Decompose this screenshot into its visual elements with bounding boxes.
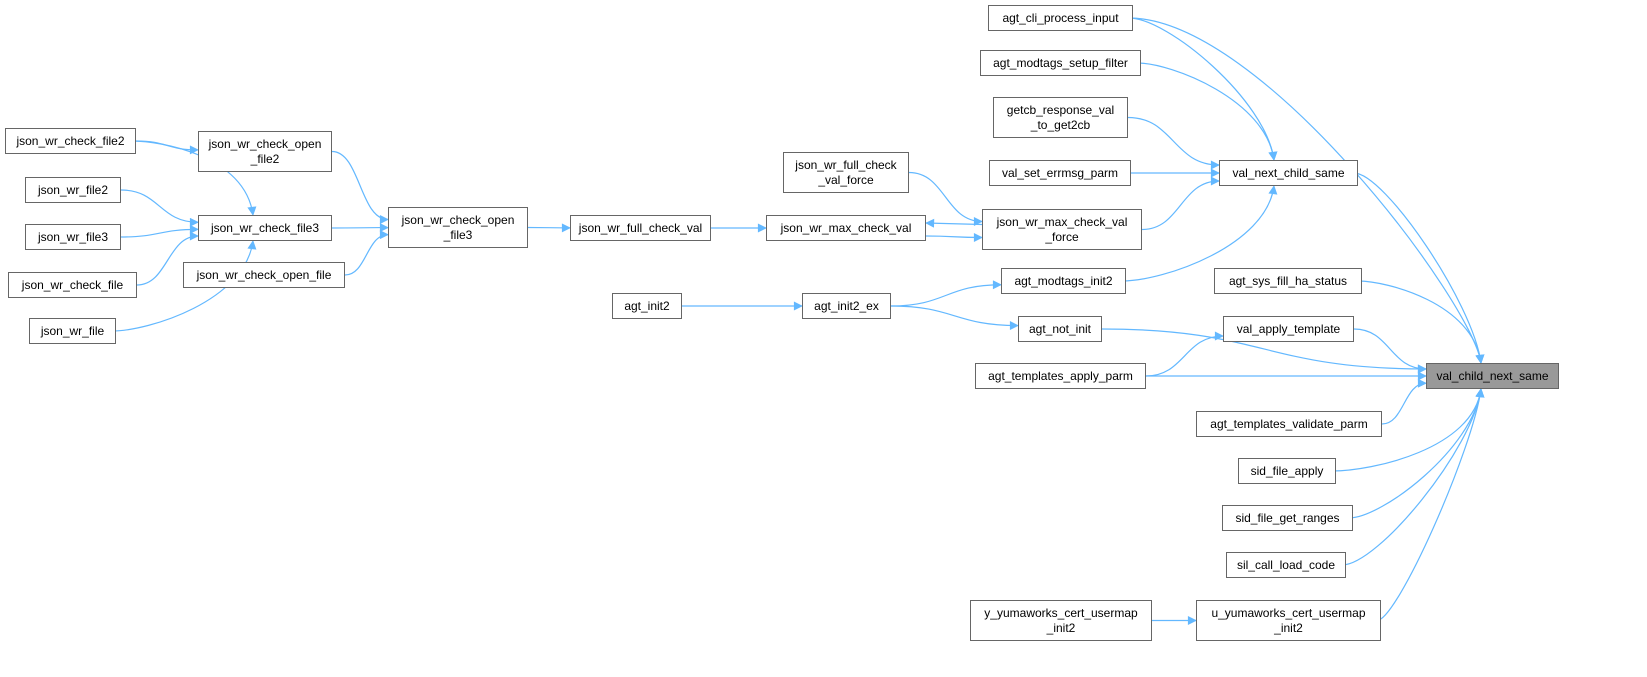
node-agt-cli-process-input[interactable]: agt_cli_process_input	[988, 5, 1133, 31]
node-label: agt_not_init	[1028, 321, 1092, 336]
node-label: agt_templates_apply_parm	[988, 368, 1133, 383]
edge-json_wr_max_check_val-to-json_wr_max_check_val_force	[925, 232, 983, 242]
node-label: json_wr_check_open	[401, 212, 515, 227]
node-label: json_wr_max_check_val	[996, 214, 1128, 229]
edge-json_wr_file-to-json_wr_check_file3	[111, 240, 257, 332]
node-label: agt_sys_fill_ha_status	[1228, 273, 1348, 288]
node-label: _val_force	[818, 172, 874, 187]
node-label: json_wr_file	[40, 323, 105, 338]
node-y-yumaworks-cert-usermap-init2[interactable]: y_yumaworks_cert_usermap_init2	[970, 600, 1152, 641]
node-json-wr-check-open-file2[interactable]: json_wr_check_open_file2	[198, 131, 332, 172]
node-val-next-child-same[interactable]: val_next_child_same	[1219, 160, 1358, 186]
edge-sid_file_apply-to-val_child_next_same	[1331, 388, 1485, 472]
node-json-wr-max-check-val[interactable]: json_wr_max_check_val	[766, 215, 926, 241]
node-label: sil_call_load_code	[1236, 557, 1336, 572]
edge-agt_templates_validate_parm-to-val_child_next_same	[1381, 378, 1427, 425]
node-json-wr-check-open-file[interactable]: json_wr_check_open_file	[183, 262, 345, 288]
node-json-wr-full-check-val[interactable]: json_wr_full_check_val	[570, 215, 711, 241]
node-agt-sys-fill-ha-status[interactable]: agt_sys_fill_ha_status	[1214, 268, 1362, 294]
node-label: json_wr_max_check_val	[780, 220, 912, 235]
node-label: agt_modtags_setup_filter	[993, 55, 1128, 70]
node-label: y_yumaworks_cert_usermap	[984, 605, 1138, 620]
node-json-wr-file3[interactable]: json_wr_file3	[25, 224, 121, 250]
node-json-wr-check-file2[interactable]: json_wr_check_file2	[5, 128, 136, 154]
edge-json_wr_file2-to-json_wr_check_file3	[120, 189, 199, 227]
node-sid-file-get-ranges[interactable]: sid_file_get_ranges	[1222, 505, 1353, 531]
node-label: json_wr_file3	[37, 229, 109, 244]
node-agt-init2-ex[interactable]: agt_init2_ex	[802, 293, 891, 319]
node-label: getcb_response_val	[1006, 102, 1115, 117]
node-agt-templates-validate-parm[interactable]: agt_templates_validate_parm	[1196, 411, 1382, 437]
edge-json_wr_check_file-to-json_wr_check_file3	[136, 231, 199, 286]
node-label: _file3	[443, 227, 473, 242]
edge-u_yumaworks_cert_usermap_init2-to-val_child_next_same	[1376, 388, 1485, 622]
node-agt-templates-apply-parm[interactable]: agt_templates_apply_parm	[975, 363, 1146, 389]
edge-getcb_response_val_to_get2cb-to-val_next_child_same	[1127, 116, 1220, 170]
node-label: _file2	[250, 151, 280, 166]
node-label: json_wr_full_check	[795, 157, 897, 172]
edge-agt_sys_fill_ha_status-to-val_child_next_same	[1357, 280, 1485, 364]
node-label: val_set_errmsg_parm	[1001, 165, 1119, 180]
node-label: json_wr_check_file	[21, 277, 124, 292]
node-json-wr-file2[interactable]: json_wr_file2	[25, 177, 121, 203]
edge-agt_init2_ex-to-agt_not_init	[890, 305, 1019, 331]
node-label: _to_get2cb	[1030, 117, 1091, 132]
node-label: agt_cli_process_input	[1002, 10, 1119, 25]
node-label: val_next_child_same	[1232, 165, 1345, 180]
edge-agt_cli_process_input-to-val_next_child_same	[1128, 17, 1278, 161]
node-label: val_child_next_same	[1436, 368, 1549, 383]
edge-agt_modtags_setup_filter-to-val_next_child_same	[1136, 62, 1278, 161]
node-label: json_wr_check_file2	[16, 133, 125, 148]
node-label: json_wr_full_check_val	[578, 220, 703, 235]
node-json-wr-max-check-val-force[interactable]: json_wr_max_check_val_force	[982, 209, 1142, 250]
node-label: sid_file_apply	[1250, 463, 1324, 478]
node-json-wr-check-open-file3[interactable]: json_wr_check_open_file3	[388, 207, 528, 248]
edge-agt_modtags_init2-to-val_next_child_same	[1121, 185, 1278, 282]
node-label: agt_templates_validate_parm	[1210, 416, 1368, 431]
node-label: _init2	[1046, 620, 1076, 635]
node-agt-modtags-init2[interactable]: agt_modtags_init2	[1001, 268, 1126, 294]
node-label: json_wr_check_open_file	[196, 267, 332, 282]
node-json-wr-file[interactable]: json_wr_file	[29, 318, 116, 344]
edge-agt_templates_apply_parm-to-val_apply_template	[1145, 331, 1224, 377]
node-label: json_wr_check_file3	[210, 220, 320, 235]
node-label: json_wr_check_open	[208, 136, 322, 151]
node-agt-modtags-setup-filter[interactable]: agt_modtags_setup_filter	[980, 50, 1141, 76]
node-label: agt_modtags_init2	[1014, 273, 1113, 288]
node-label: sid_file_get_ranges	[1235, 510, 1340, 525]
edge-json_wr_full_check_val_force-to-json_wr_max_check_val_force	[908, 171, 983, 226]
node-label: agt_init2_ex	[814, 298, 879, 313]
node-label: u_yumaworks_cert_usermap	[1211, 605, 1366, 620]
edge-agt_not_init-to-val_child_next_same	[1101, 328, 1427, 374]
node-json-wr-full-check-val-force[interactable]: json_wr_full_check_val_force	[783, 152, 909, 193]
node-u-yumaworks-cert-usermap-init2[interactable]: u_yumaworks_cert_usermap_init2	[1196, 600, 1381, 641]
node-label: _init2	[1274, 620, 1303, 635]
edge-json_wr_file3-to-json_wr_check_file3	[120, 224, 199, 238]
node-json-wr-check-file3[interactable]: json_wr_check_file3	[198, 215, 332, 241]
node-val-set-errmsg-parm[interactable]: val_set_errmsg_parm	[989, 160, 1131, 186]
node-json-wr-check-file[interactable]: json_wr_check_file	[8, 272, 137, 298]
node-val-apply-template[interactable]: val_apply_template	[1223, 316, 1354, 342]
node-sil-call-load-code[interactable]: sil_call_load_code	[1226, 552, 1346, 578]
edge-sil_call_load_code-to-val_child_next_same	[1341, 388, 1485, 566]
edge-sid_file_get_ranges-to-val_child_next_same	[1348, 388, 1485, 519]
edge-json_wr_check_open_file-to-json_wr_check_open_file3	[344, 230, 389, 276]
edge-agt_cli_process_input-to-val_child_next_same	[1128, 17, 1485, 364]
node-agt-init2[interactable]: agt_init2	[612, 293, 682, 319]
node-label: agt_init2	[624, 298, 670, 313]
node-agt-not-init[interactable]: agt_not_init	[1018, 316, 1102, 342]
edge-json_wr_max_check_val_force-to-val_next_child_same	[1141, 176, 1220, 231]
edge-json_wr_max_check_val_force-to-json_wr_max_check_val	[925, 218, 983, 228]
edge-agt_init2_ex-to-agt_modtags_init2	[890, 280, 1002, 307]
node-getcb-response-val-to-get2cb[interactable]: getcb_response_val_to_get2cb	[993, 97, 1128, 138]
node-sid-file-apply[interactable]: sid_file_apply	[1238, 458, 1336, 484]
edge-json_wr_check_open_file2-to-json_wr_check_open_file3	[331, 150, 389, 224]
node-label: json_wr_file2	[37, 182, 109, 197]
node-val-child-next-same: val_child_next_same	[1426, 363, 1559, 389]
node-label: _force	[1045, 229, 1079, 244]
edge-val_next_child_same-to-val_child_next_same	[1353, 172, 1485, 364]
edge-val_apply_template-to-val_child_next_same	[1353, 328, 1427, 374]
node-label: val_apply_template	[1236, 321, 1341, 336]
